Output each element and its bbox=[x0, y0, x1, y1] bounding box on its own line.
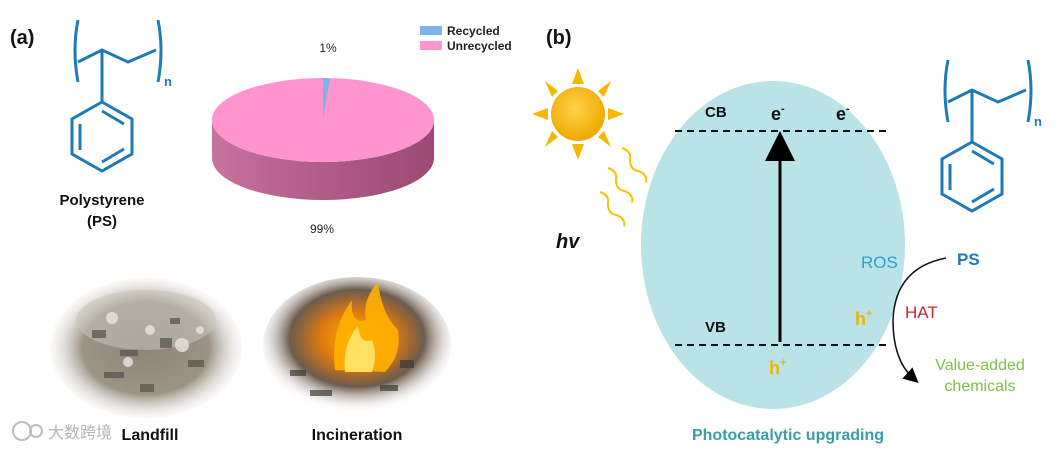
light-waves bbox=[598, 146, 649, 228]
recycling-pie-chart bbox=[212, 78, 434, 200]
product-label-line1: Value-added bbox=[935, 357, 1025, 374]
polystyrene-structure-b bbox=[942, 60, 1031, 211]
polystyrene-label: Polystyrene bbox=[59, 192, 144, 209]
cb-label: CB bbox=[705, 104, 727, 121]
legend-label-unrecycled: Unrecycled bbox=[447, 39, 512, 53]
ps-label: PS bbox=[957, 250, 980, 269]
pie-label-small: 1% bbox=[319, 41, 337, 55]
subscript-n-a: n bbox=[164, 74, 172, 89]
landfill-photo bbox=[50, 278, 242, 418]
watermark-text: 大数跨境 bbox=[48, 423, 112, 442]
product-label-line2: chemicals bbox=[944, 378, 1015, 395]
incineration-caption: Incineration bbox=[312, 427, 403, 444]
incineration-photo bbox=[263, 277, 451, 413]
watermark: 大数跨境 bbox=[13, 422, 112, 442]
subscript-n-b: n bbox=[1034, 114, 1042, 129]
legend-swatch-recycled bbox=[420, 26, 442, 35]
legend-swatch-unrecycled bbox=[420, 41, 442, 50]
ros-label: ROS bbox=[861, 253, 898, 272]
hat-label: HAT bbox=[905, 303, 938, 322]
pie-label-large: 99% bbox=[310, 222, 334, 236]
polystyrene-structure bbox=[72, 20, 161, 171]
vb-label: VB bbox=[705, 319, 726, 336]
legend-label-recycled: Recycled bbox=[447, 24, 500, 38]
pie-legend: Recycled Unrecycled bbox=[420, 24, 512, 53]
panel-a-tag: (a) bbox=[10, 27, 34, 49]
sun-icon bbox=[532, 68, 624, 160]
landfill-caption: Landfill bbox=[122, 427, 179, 444]
photocatalytic-caption: Photocatalytic upgrading bbox=[692, 427, 884, 444]
panel-b-tag: (b) bbox=[546, 27, 572, 49]
ps-abbrev-label: (PS) bbox=[87, 213, 117, 230]
hv-label: hv bbox=[556, 231, 581, 253]
